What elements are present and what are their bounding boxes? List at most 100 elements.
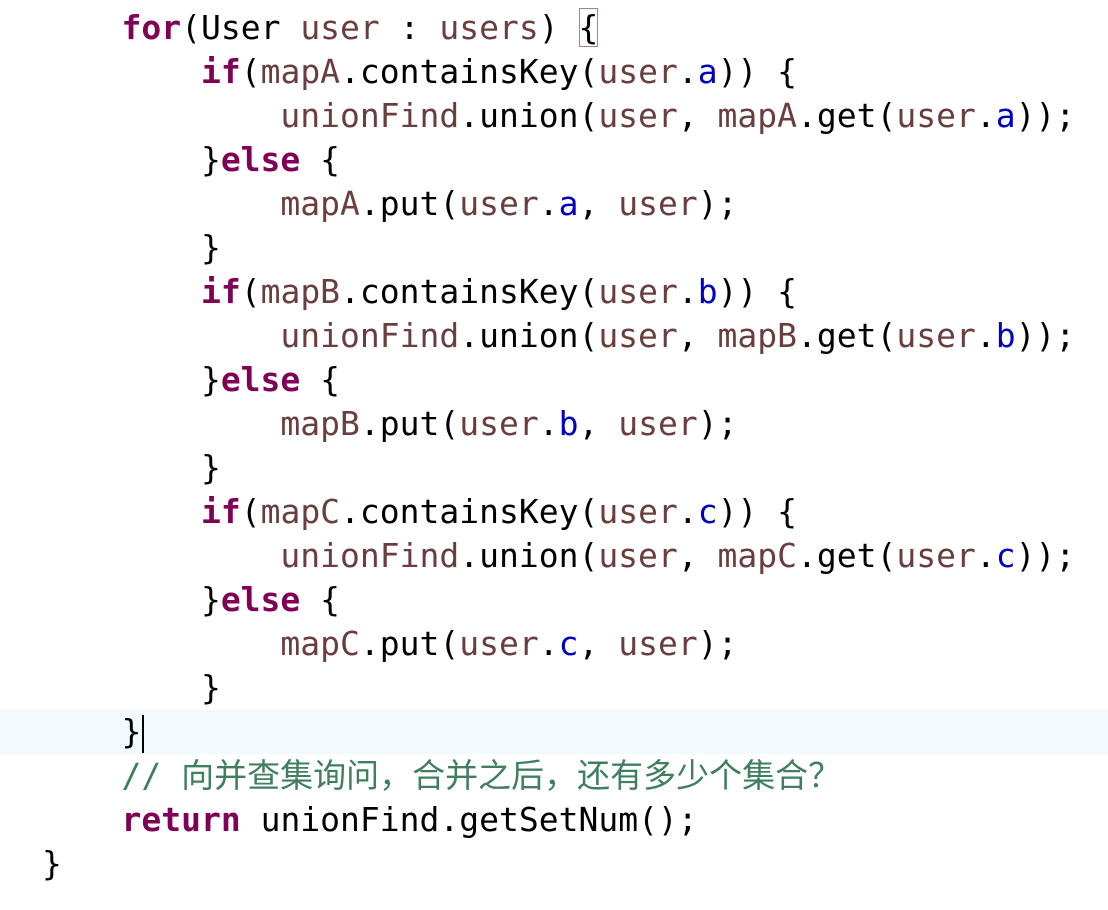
keyword-token: return [121,800,241,839]
code-line[interactable]: return unionFind.getSetNum(); [0,798,1108,842]
code-token: )); [1015,536,1076,575]
variable-token: user [598,316,678,355]
keyword-token: if [200,492,241,531]
code-token: . [538,404,559,443]
code-token: .get( [797,316,897,355]
variable-token: users [439,8,539,47]
code-token: )) { [717,52,798,91]
code-token: . [975,316,996,355]
code-token: } [42,228,221,267]
code-token: )) { [717,492,798,531]
variable-token: user [896,316,976,355]
code-token: ( [240,272,261,311]
code-token: .get( [797,536,897,575]
code-token: } [42,712,142,751]
variable-token: mapA [280,184,360,223]
code-token: { [300,140,341,179]
variable-token: user [598,52,678,91]
code-token [42,492,201,531]
code-line[interactable]: if(mapC.containsKey(user.c)) { [0,490,1108,534]
code-line[interactable]: mapC.put(user.c, user); [0,622,1108,666]
code-line[interactable]: }else { [0,578,1108,622]
code-token: (User [181,8,301,47]
code-line[interactable]: unionFind.union(user, mapA.get(user.a)); [0,94,1108,138]
code-token [42,184,280,223]
code-token: ( [240,492,261,531]
code-line[interactable]: // 向并查集询问，合并之后，还有多少个集合？ [0,754,1108,798]
code-token: . [538,624,559,663]
code-line[interactable]: } [0,446,1108,490]
variable-token: mapB [280,404,360,443]
code-token: .union( [459,536,599,575]
keyword-token: else [220,360,301,399]
code-token: unionFind.getSetNum(); [240,800,698,839]
code-line[interactable]: } [0,710,1108,754]
variable-token: mapB [260,272,341,311]
code-token: . [677,52,698,91]
code-token: .containsKey( [340,272,599,311]
variable-token: user [598,492,678,531]
keyword-token: else [220,580,301,619]
keyword-token: for [121,8,182,47]
code-token: , [578,184,619,223]
variable-token: unionFind [280,96,460,135]
code-line[interactable]: } [0,842,1108,886]
code-token [42,96,280,135]
code-token [42,624,280,663]
variable-token: user [300,8,380,47]
code-line[interactable]: } [0,226,1108,270]
variable-token: user [598,536,678,575]
code-token: , [677,96,718,135]
code-token: .containsKey( [340,52,599,91]
code-token: , [578,404,619,443]
variable-token: mapA [717,96,798,135]
variable-token: user [618,404,698,443]
code-token: .put( [359,184,460,223]
code-token [42,800,121,839]
code-line[interactable]: }else { [0,358,1108,402]
code-line[interactable]: unionFind.union(user, mapC.get(user.c)); [0,534,1108,578]
code-line[interactable]: mapA.put(user.a, user); [0,182,1108,226]
code-token: .union( [459,96,599,135]
variable-token: unionFind [280,316,460,355]
variable-token: user [598,96,678,135]
code-token: . [975,536,996,575]
code-token: . [975,96,996,135]
text-cursor [142,714,145,753]
field-token: c [558,624,579,663]
variable-token: mapC [280,624,360,663]
code-token: ); [697,624,738,663]
code-line[interactable]: for(User user : users) { [0,6,1108,50]
code-editor[interactable]: for(User user : users) { if(mapA.contain… [0,6,1108,886]
code-token: { [300,360,341,399]
code-token [42,8,121,47]
code-token: : [379,8,440,47]
code-line[interactable]: if(mapB.containsKey(user.b)) { [0,270,1108,314]
code-token: )) { [717,272,798,311]
code-token [42,316,280,355]
code-token: .containsKey( [340,492,599,531]
keyword-token: if [200,272,241,311]
code-token [42,536,280,575]
code-line[interactable]: mapB.put(user.b, user); [0,402,1108,446]
code-token: ); [697,404,738,443]
code-token [42,52,201,91]
code-line[interactable]: unionFind.union(user, mapB.get(user.b)); [0,314,1108,358]
keyword-token: if [200,52,241,91]
code-token: ); [697,184,738,223]
code-token: } [42,580,221,619]
code-token: .union( [459,316,599,355]
code-token: )); [1015,316,1076,355]
code-line[interactable]: }else { [0,138,1108,182]
code-token: { [300,580,341,619]
variable-token: mapC [717,536,798,575]
code-token: )); [1015,96,1076,135]
variable-token: user [598,272,678,311]
code-line[interactable]: if(mapA.containsKey(user.a)) { [0,50,1108,94]
field-token: a [558,184,579,223]
code-token: , [677,316,718,355]
variable-token: user [459,404,539,443]
variable-token: unionFind [280,536,460,575]
code-token: } [42,360,221,399]
code-line[interactable]: } [0,666,1108,710]
